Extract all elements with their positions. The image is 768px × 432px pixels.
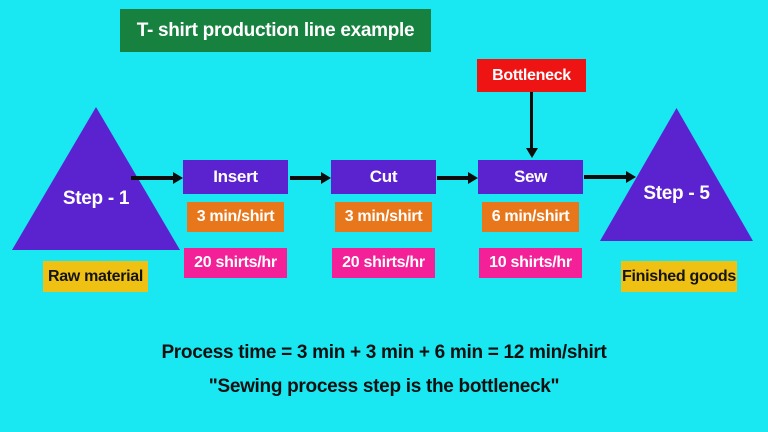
step-name-box: Sew <box>478 160 583 194</box>
arrow-cut-to-sew <box>437 172 478 184</box>
arrow-step1-to-insert <box>131 172 183 184</box>
bottleneck-text: Bottleneck <box>492 66 571 84</box>
title-box: T- shirt production line example <box>120 9 431 52</box>
bottleneck-summary: "Sewing process step is the bottleneck" <box>208 376 560 397</box>
arrow-head-right-icon <box>321 172 331 184</box>
step1-label: Step - 1 <box>62 188 130 209</box>
raw-material-tag: Raw material <box>43 261 148 292</box>
step-rate: 20 shirts/hr <box>194 254 277 271</box>
step-rate: 10 shirts/hr <box>489 254 572 271</box>
step-time: 3 min/shirt <box>344 208 423 225</box>
step-name-box: Insert <box>183 160 288 194</box>
arrow-shaft <box>437 176 468 180</box>
process-time-summary: Process time = 3 min + 3 min + 6 min = 1… <box>161 342 607 363</box>
step-name: Cut <box>369 167 398 186</box>
step-time-box: 3 min/shirt <box>335 202 432 232</box>
finished-goods-text: Finished goods <box>621 267 737 285</box>
step-rate-box: 20 shirts/hr <box>184 248 287 278</box>
step-name: Insert <box>213 167 258 186</box>
process-step-insert: Insert 3 min/shirt 20 shirts/hr <box>183 160 288 278</box>
arrow-shaft <box>529 92 534 148</box>
step-name: Sew <box>513 167 548 186</box>
arrow-insert-to-cut <box>290 172 331 184</box>
finished-goods-tag: Finished goods <box>621 261 737 292</box>
step-rate-box: 20 shirts/hr <box>332 248 435 278</box>
raw-material-text: Raw material <box>47 267 144 285</box>
step-name-box: Cut <box>331 160 436 194</box>
bottleneck-down-arrow <box>525 92 538 158</box>
arrow-shaft <box>131 176 173 180</box>
arrow-shaft <box>584 175 626 179</box>
bottleneck-label-box: Bottleneck <box>477 59 586 92</box>
step-time-box: 6 min/shirt <box>482 202 579 232</box>
step-time-box: 3 min/shirt <box>187 202 284 232</box>
arrow-head-right-icon <box>626 171 636 183</box>
step-rate-box: 10 shirts/hr <box>479 248 582 278</box>
arrow-head-right-icon <box>468 172 478 184</box>
arrow-head-right-icon <box>173 172 183 184</box>
process-step-sew: Sew 6 min/shirt 10 shirts/hr <box>478 160 583 278</box>
step-rate: 20 shirts/hr <box>342 254 425 271</box>
process-step-cut: Cut 3 min/shirt 20 shirts/hr <box>331 160 436 278</box>
arrow-head-down-icon <box>525 148 538 158</box>
arrow-sew-to-step5 <box>584 171 636 183</box>
arrow-shaft <box>290 176 321 180</box>
step5-label: Step - 5 <box>643 183 710 204</box>
title-text: T- shirt production line example <box>136 19 415 41</box>
step-time: 6 min/shirt <box>491 208 570 225</box>
step-time: 3 min/shirt <box>196 208 275 225</box>
